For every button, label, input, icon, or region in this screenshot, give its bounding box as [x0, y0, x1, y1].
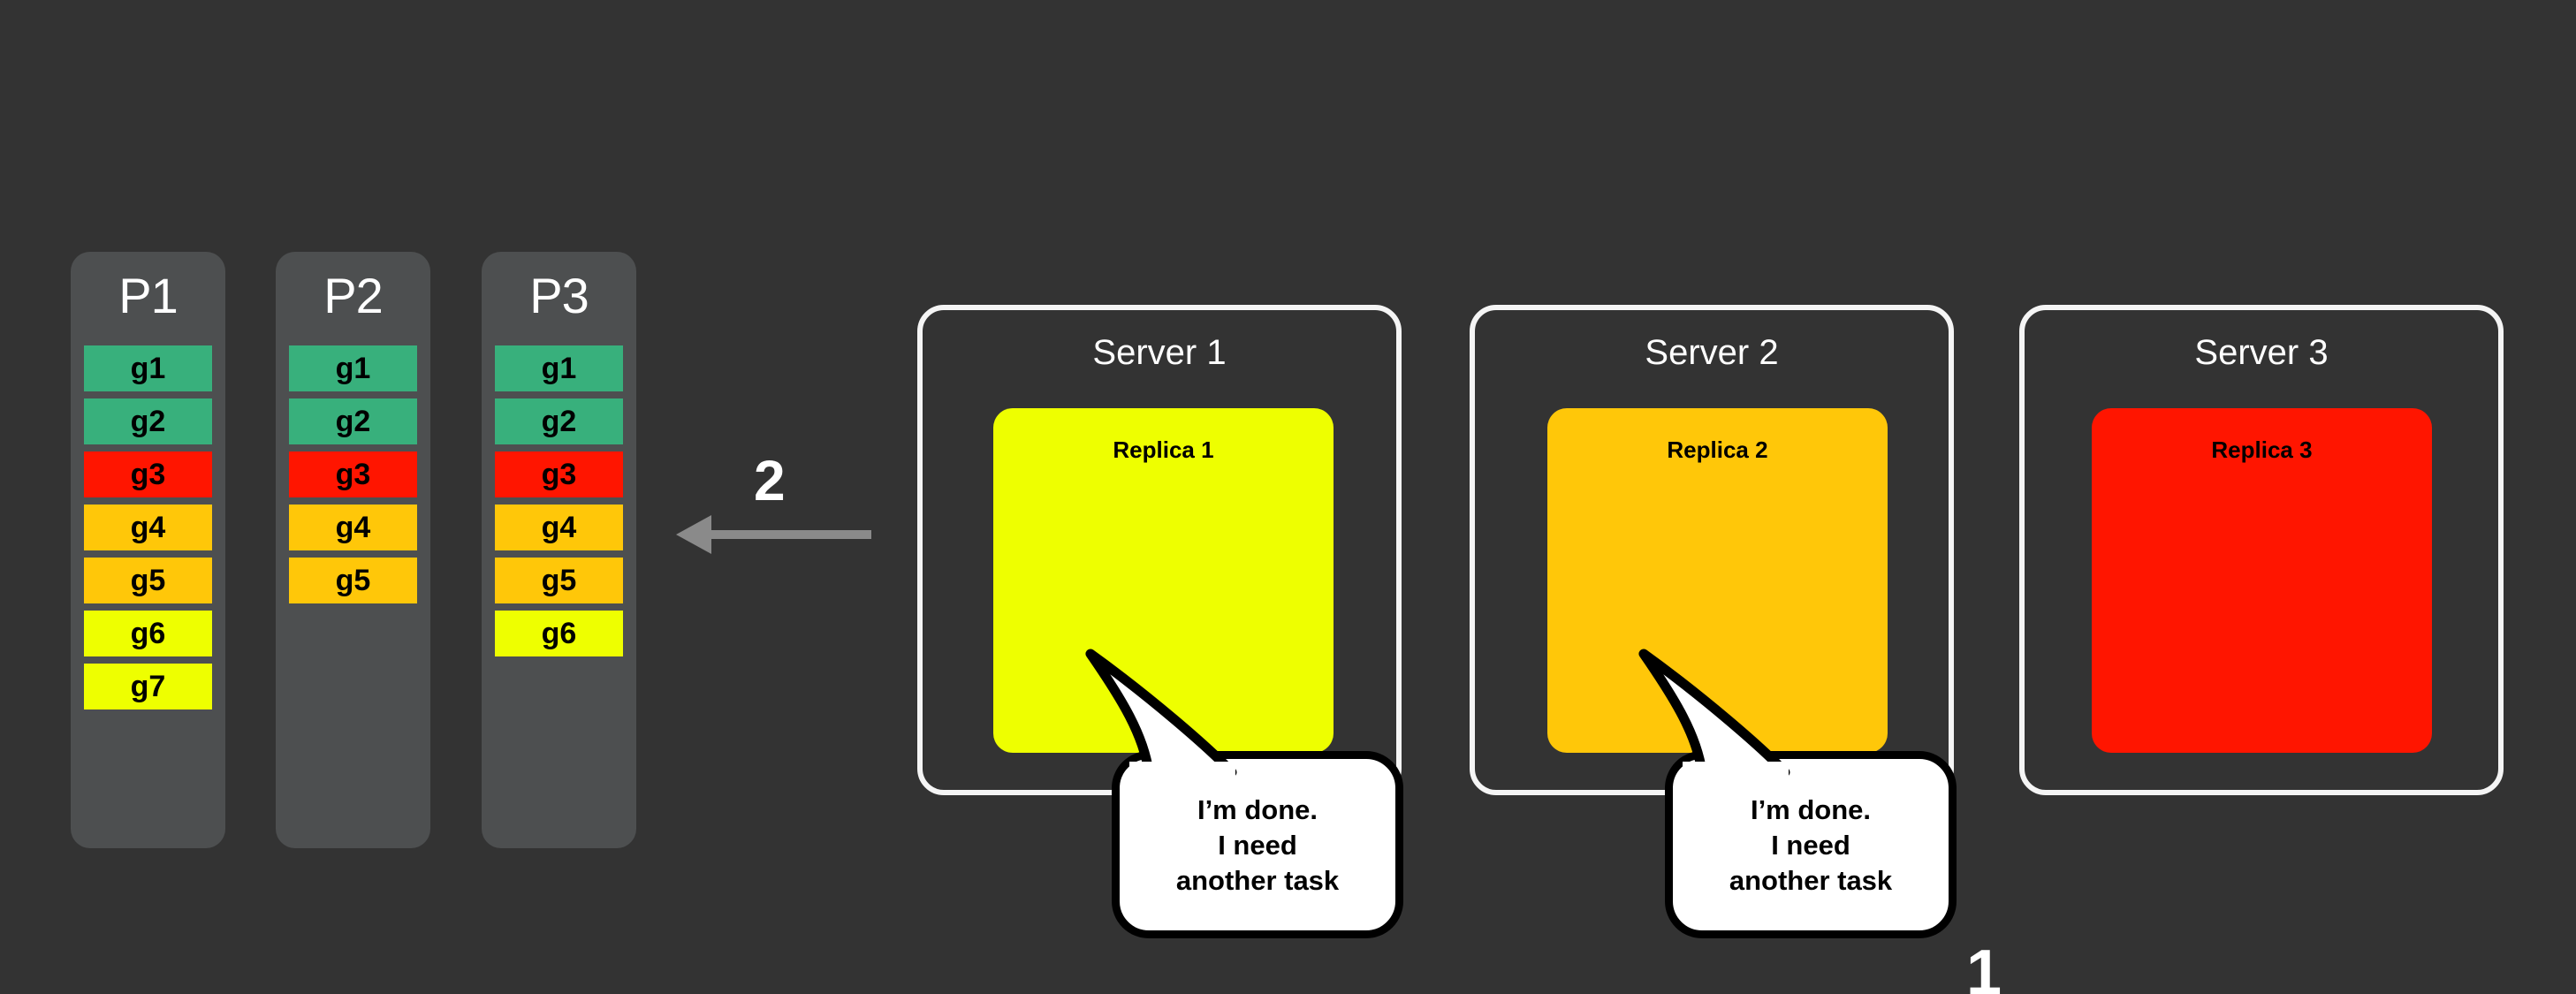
task-label: g6 — [541, 617, 577, 650]
task-block-g1: g1 — [84, 345, 212, 391]
process-title: P2 — [323, 268, 384, 323]
replica-box-2: Replica 2 — [1547, 408, 1888, 753]
replica-box-3: Replica 3 — [2092, 408, 2432, 753]
task-label: g4 — [335, 511, 371, 544]
task-label: g1 — [541, 352, 577, 385]
server-title: Server 1 — [1092, 333, 1227, 372]
task-block-g3: g3 — [495, 451, 623, 497]
speech-bubble-text: I’m done. I need another task — [1729, 793, 1893, 897]
server-title: Server 2 — [1645, 333, 1779, 372]
task-block-g4: g4 — [289, 505, 417, 550]
task-label: g5 — [335, 564, 371, 597]
speech-bubble-1: I’m done. I need another task — [1112, 751, 1403, 938]
task-label: g7 — [130, 670, 166, 703]
task-block-g4: g4 — [84, 505, 212, 550]
task-label: g3 — [335, 458, 371, 491]
task-label: g2 — [130, 405, 166, 438]
server-title: Server 3 — [2194, 333, 2329, 372]
process-column-p2: P2 g1 g2 g3 g4 g5 — [276, 252, 430, 848]
replica-box-1: Replica 1 — [993, 408, 1334, 753]
task-block-g2: g2 — [289, 398, 417, 444]
task-block-g7: g7 — [84, 664, 212, 709]
flow-arrow — [676, 512, 875, 558]
process-title: P1 — [118, 268, 179, 323]
task-block-g2: g2 — [84, 398, 212, 444]
task-block-g1: g1 — [289, 345, 417, 391]
task-block-g6: g6 — [84, 611, 212, 656]
task-label: g5 — [541, 564, 577, 597]
task-label: g6 — [130, 617, 166, 650]
task-label: g2 — [335, 405, 371, 438]
task-label: g1 — [335, 352, 371, 385]
task-block-g5: g5 — [84, 558, 212, 603]
task-label: g1 — [130, 352, 166, 385]
process-column-p1: P1 g1 g2 g3 g4 g5 g6 g7 — [71, 252, 225, 848]
task-block-g3: g3 — [84, 451, 212, 497]
task-label: g5 — [130, 564, 166, 597]
task-label: g4 — [130, 511, 166, 544]
speech-bubble-2: I’m done. I need another task — [1665, 751, 1957, 938]
task-block-g4: g4 — [495, 505, 623, 550]
process-title: P3 — [529, 268, 589, 323]
task-block-g6: g6 — [495, 611, 623, 656]
task-block-g2: g2 — [495, 398, 623, 444]
process-column-p3: P3 g1 g2 g3 g4 g5 g6 — [482, 252, 636, 848]
replica-label: Replica 1 — [1113, 436, 1214, 463]
task-block-g5: g5 — [495, 558, 623, 603]
task-label: g3 — [541, 458, 577, 491]
task-block-g3: g3 — [289, 451, 417, 497]
task-label: g3 — [130, 458, 166, 491]
server-box-3: Server 3 — [2019, 305, 2504, 795]
replica-label: Replica 2 — [1667, 436, 1768, 463]
bottom-step-label: 1 — [1966, 937, 2002, 994]
task-stack: g1 g2 g3 g4 g5 g6 g7 — [84, 345, 212, 717]
replica-label: Replica 3 — [2211, 436, 2313, 463]
task-block-g1: g1 — [495, 345, 623, 391]
task-stack: g1 g2 g3 g4 g5 — [289, 345, 417, 611]
task-block-g5: g5 — [289, 558, 417, 603]
task-label: g4 — [541, 511, 577, 544]
arrow-step-label: 2 — [754, 449, 786, 512]
arrow-left-icon — [676, 515, 871, 554]
speech-bubble-text: I’m done. I need another task — [1175, 793, 1340, 897]
task-stack: g1 g2 g3 g4 g5 g6 — [495, 345, 623, 664]
task-label: g2 — [541, 405, 577, 438]
